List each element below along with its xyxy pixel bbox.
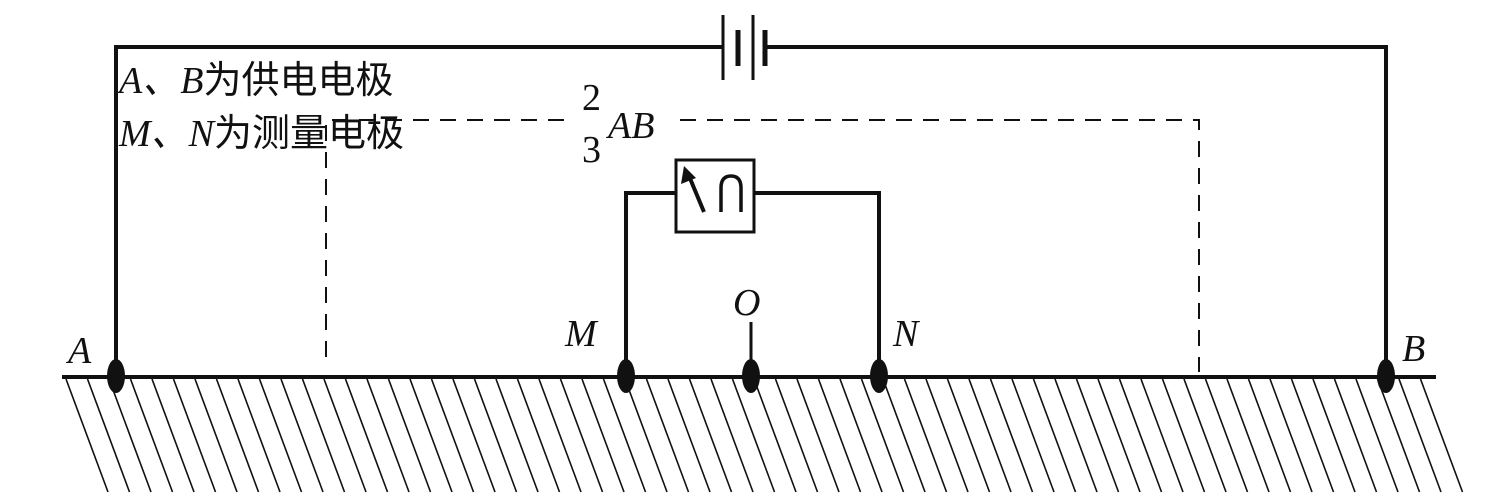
hatch-line: [581, 378, 625, 493]
hatch-line: [151, 378, 195, 493]
hatch-line: [839, 378, 883, 493]
spacing-bracket: [325, 119, 1200, 372]
hatch-line: [1097, 378, 1141, 493]
hatch-line: [1118, 378, 1163, 493]
hatch-line: [258, 378, 303, 493]
supply-wire-left: [114, 45, 723, 365]
hatch-line: [882, 378, 926, 493]
galvanometer-icon: [674, 158, 756, 234]
hatch-line: [1290, 378, 1335, 493]
measure-wire-left: [624, 191, 676, 365]
hatch-line: [753, 378, 797, 493]
hatch-line: [1140, 378, 1184, 493]
hatch-line: [796, 378, 840, 493]
hatch-line: [323, 378, 367, 493]
hatch-line: [344, 378, 389, 493]
legend-line-2-text: 为测量电极: [214, 111, 404, 155]
hatch-line: [559, 378, 604, 493]
hatch-line: [688, 378, 733, 493]
hatch-line: [108, 378, 152, 493]
hatch-line: [946, 378, 991, 493]
spacing-suffix: AB: [605, 105, 654, 147]
hatch-line: [215, 378, 260, 493]
hatch-line: [1032, 378, 1077, 493]
hatch-line: [1312, 378, 1356, 493]
hatch-line: [1269, 378, 1313, 493]
hatch-line: [409, 378, 453, 493]
ground-hatching: [65, 378, 1464, 493]
hatch-line: [989, 378, 1034, 493]
electrode-o-marker: [742, 359, 760, 393]
hatch-line: [1054, 378, 1098, 493]
legend-line-1: A、B为供电电极: [116, 58, 393, 102]
hatch-line: [1355, 378, 1399, 493]
hatch-line: [817, 378, 862, 493]
hatch-line: [903, 378, 948, 493]
hatch-line: [1247, 378, 1292, 493]
electrode-n-label: N: [892, 313, 921, 355]
hatch-line: [473, 378, 518, 493]
hatch-line: [602, 378, 647, 493]
hatch-line: [710, 378, 754, 493]
hatch-line: [645, 378, 690, 493]
hatch-line: [280, 378, 324, 493]
hatch-line: [366, 378, 410, 493]
hatch-line: [430, 378, 475, 493]
electrode-m-marker: [617, 359, 635, 393]
legend-line-1-text: 为供电电极: [203, 58, 393, 102]
spacing-numerator: 2: [582, 77, 601, 119]
legend-line-2: M、N为测量电极: [118, 111, 404, 155]
hatch-line: [194, 378, 238, 493]
hatch-line: [387, 378, 432, 493]
hatch-line: [860, 378, 905, 493]
hatch-line: [65, 378, 109, 493]
hatch-line: [1011, 378, 1055, 493]
spacing-denominator: 3: [582, 129, 601, 171]
hatch-line: [968, 378, 1012, 493]
hatch-line: [301, 378, 346, 493]
hatch-line: [538, 378, 582, 493]
hatch-line: [1183, 378, 1227, 493]
hatch-line: [1419, 378, 1464, 493]
electrode-b-label: B: [1402, 328, 1425, 370]
hatch-line: [129, 378, 174, 493]
hatch-line: [1376, 378, 1421, 493]
hatch-line: [624, 378, 668, 493]
electrode-a-label: A: [65, 330, 92, 372]
hatch-line: [237, 378, 281, 493]
electrode-b-marker: [1377, 359, 1395, 393]
hatch-line: [516, 378, 561, 493]
hatch-line: [452, 378, 496, 493]
hatch-line: [667, 378, 711, 493]
hatch-line: [1161, 378, 1206, 493]
legend-line-1-letters: A、B: [116, 60, 203, 102]
hatch-line: [1398, 378, 1442, 493]
hatch-line: [731, 378, 776, 493]
battery-icon: [721, 15, 768, 80]
electrode-m-label: M: [564, 313, 599, 355]
electrode-o-label: O: [733, 282, 760, 324]
electrode-a-marker: [107, 359, 125, 393]
electrode-n-marker: [870, 359, 888, 393]
hatch-line: [495, 378, 539, 493]
hatch-line: [1333, 378, 1378, 493]
measure-wire-right: [754, 191, 881, 365]
supply-wire-right: [765, 45, 1388, 365]
hatch-line: [925, 378, 969, 493]
hatch-line: [172, 378, 217, 493]
hatch-line: [774, 378, 819, 493]
hatch-line: [86, 378, 131, 493]
hatch-line: [1226, 378, 1270, 493]
legend-line-2-letters: M、N: [118, 113, 217, 155]
hatch-line: [1204, 378, 1249, 493]
hatch-line: [1075, 378, 1120, 493]
